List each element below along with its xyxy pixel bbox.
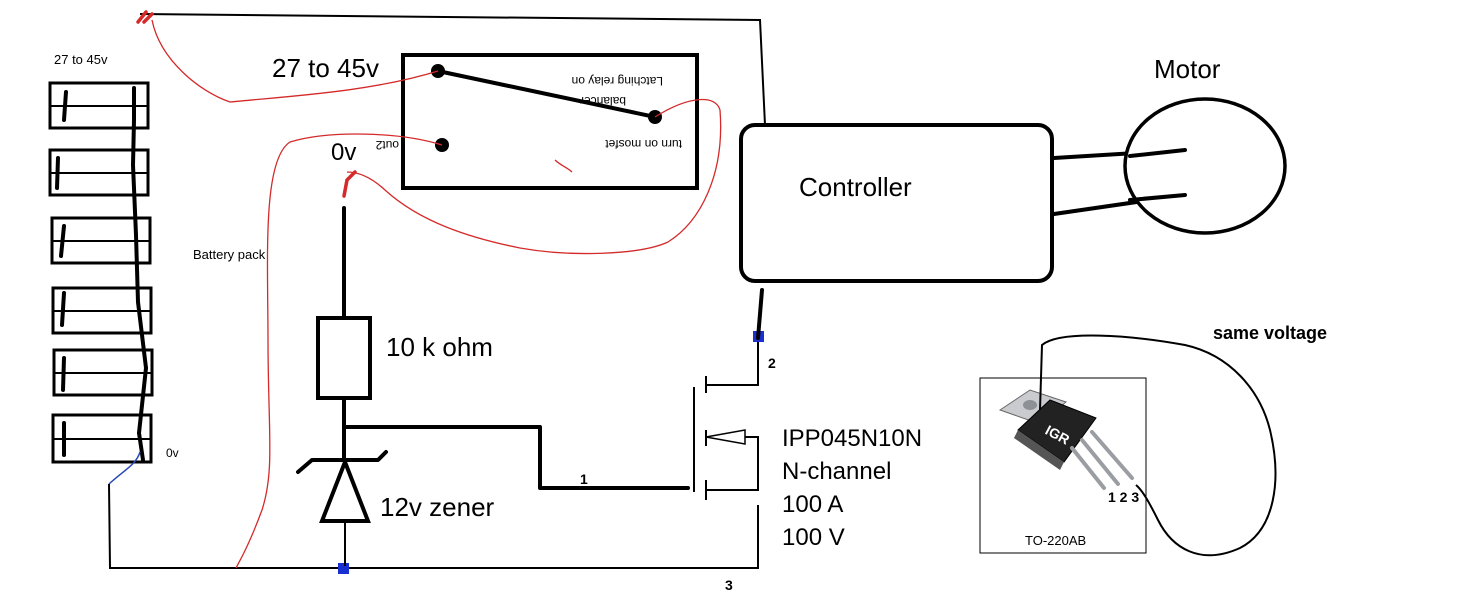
package-label: TO-220AB xyxy=(1025,533,1086,548)
relay-text-bottom: turn on mosfet xyxy=(605,137,682,151)
zener-label: 12v zener xyxy=(380,492,495,522)
relay-out2-label: out2 xyxy=(375,138,399,152)
relay-text-top2: balancer xyxy=(580,94,626,108)
same-voltage-label: same voltage xyxy=(1213,323,1327,343)
mosfet-voltage-label: 100 V xyxy=(782,524,845,551)
latching-relay xyxy=(401,53,699,190)
mosfet-symbol xyxy=(693,338,759,500)
zener-diode xyxy=(296,450,388,566)
zero-v-label: 0v xyxy=(331,139,356,166)
resistor-label: 10 k ohm xyxy=(386,332,493,362)
pin-gate-label: 1 xyxy=(580,471,588,487)
battery-voltage-label: 27 to 45v xyxy=(54,52,108,67)
relay-text-top: Latching relay on xyxy=(572,74,663,88)
resistor-10k xyxy=(316,316,372,400)
battery-pack xyxy=(48,81,154,485)
pin-drain-label: 2 xyxy=(768,355,776,371)
package-pins-label: 1 2 3 xyxy=(1108,489,1139,505)
controller-box xyxy=(739,123,1054,283)
motor-label: Motor xyxy=(1154,54,1221,84)
battery-pack-label: Battery pack xyxy=(193,247,266,262)
mosfet-part-label: IPP045N10N xyxy=(782,425,922,452)
mosfet-type-label: N-channel xyxy=(782,458,891,485)
controller-label: Controller xyxy=(799,172,912,202)
to220-package: IGR 1 2 3 TO-220AB xyxy=(979,377,1147,554)
motor-circle xyxy=(1123,97,1287,235)
relay-voltage-label: 27 to 45v xyxy=(272,53,379,83)
pin-source-label: 3 xyxy=(725,577,733,593)
ground-junction xyxy=(338,563,349,574)
battery-zero-label: 0v xyxy=(166,446,179,460)
mosfet-current-label: 100 A xyxy=(782,491,843,518)
